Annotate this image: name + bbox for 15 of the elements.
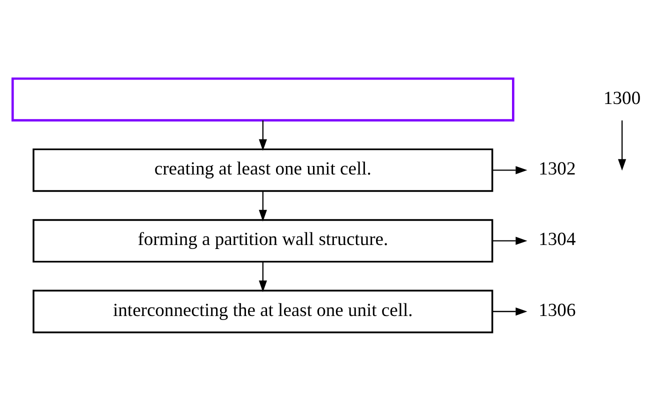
arrow xyxy=(618,120,626,171)
node-box: forming a partition wall structure. xyxy=(32,219,494,263)
node-text: 1300 xyxy=(604,88,641,109)
arrow xyxy=(492,307,528,316)
arrow xyxy=(258,262,267,292)
arrow xyxy=(492,166,528,174)
node-box xyxy=(12,77,514,122)
node-text: 1306 xyxy=(538,300,576,321)
arrow xyxy=(258,120,267,151)
node-text: 1304 xyxy=(538,229,576,250)
arrow xyxy=(258,191,267,222)
node-box: interconnecting the at least one unit cell. xyxy=(32,290,494,334)
node-box: creating at least one unit cell. xyxy=(32,148,494,192)
arrow xyxy=(492,236,528,245)
node-text: 1302 xyxy=(538,158,576,180)
